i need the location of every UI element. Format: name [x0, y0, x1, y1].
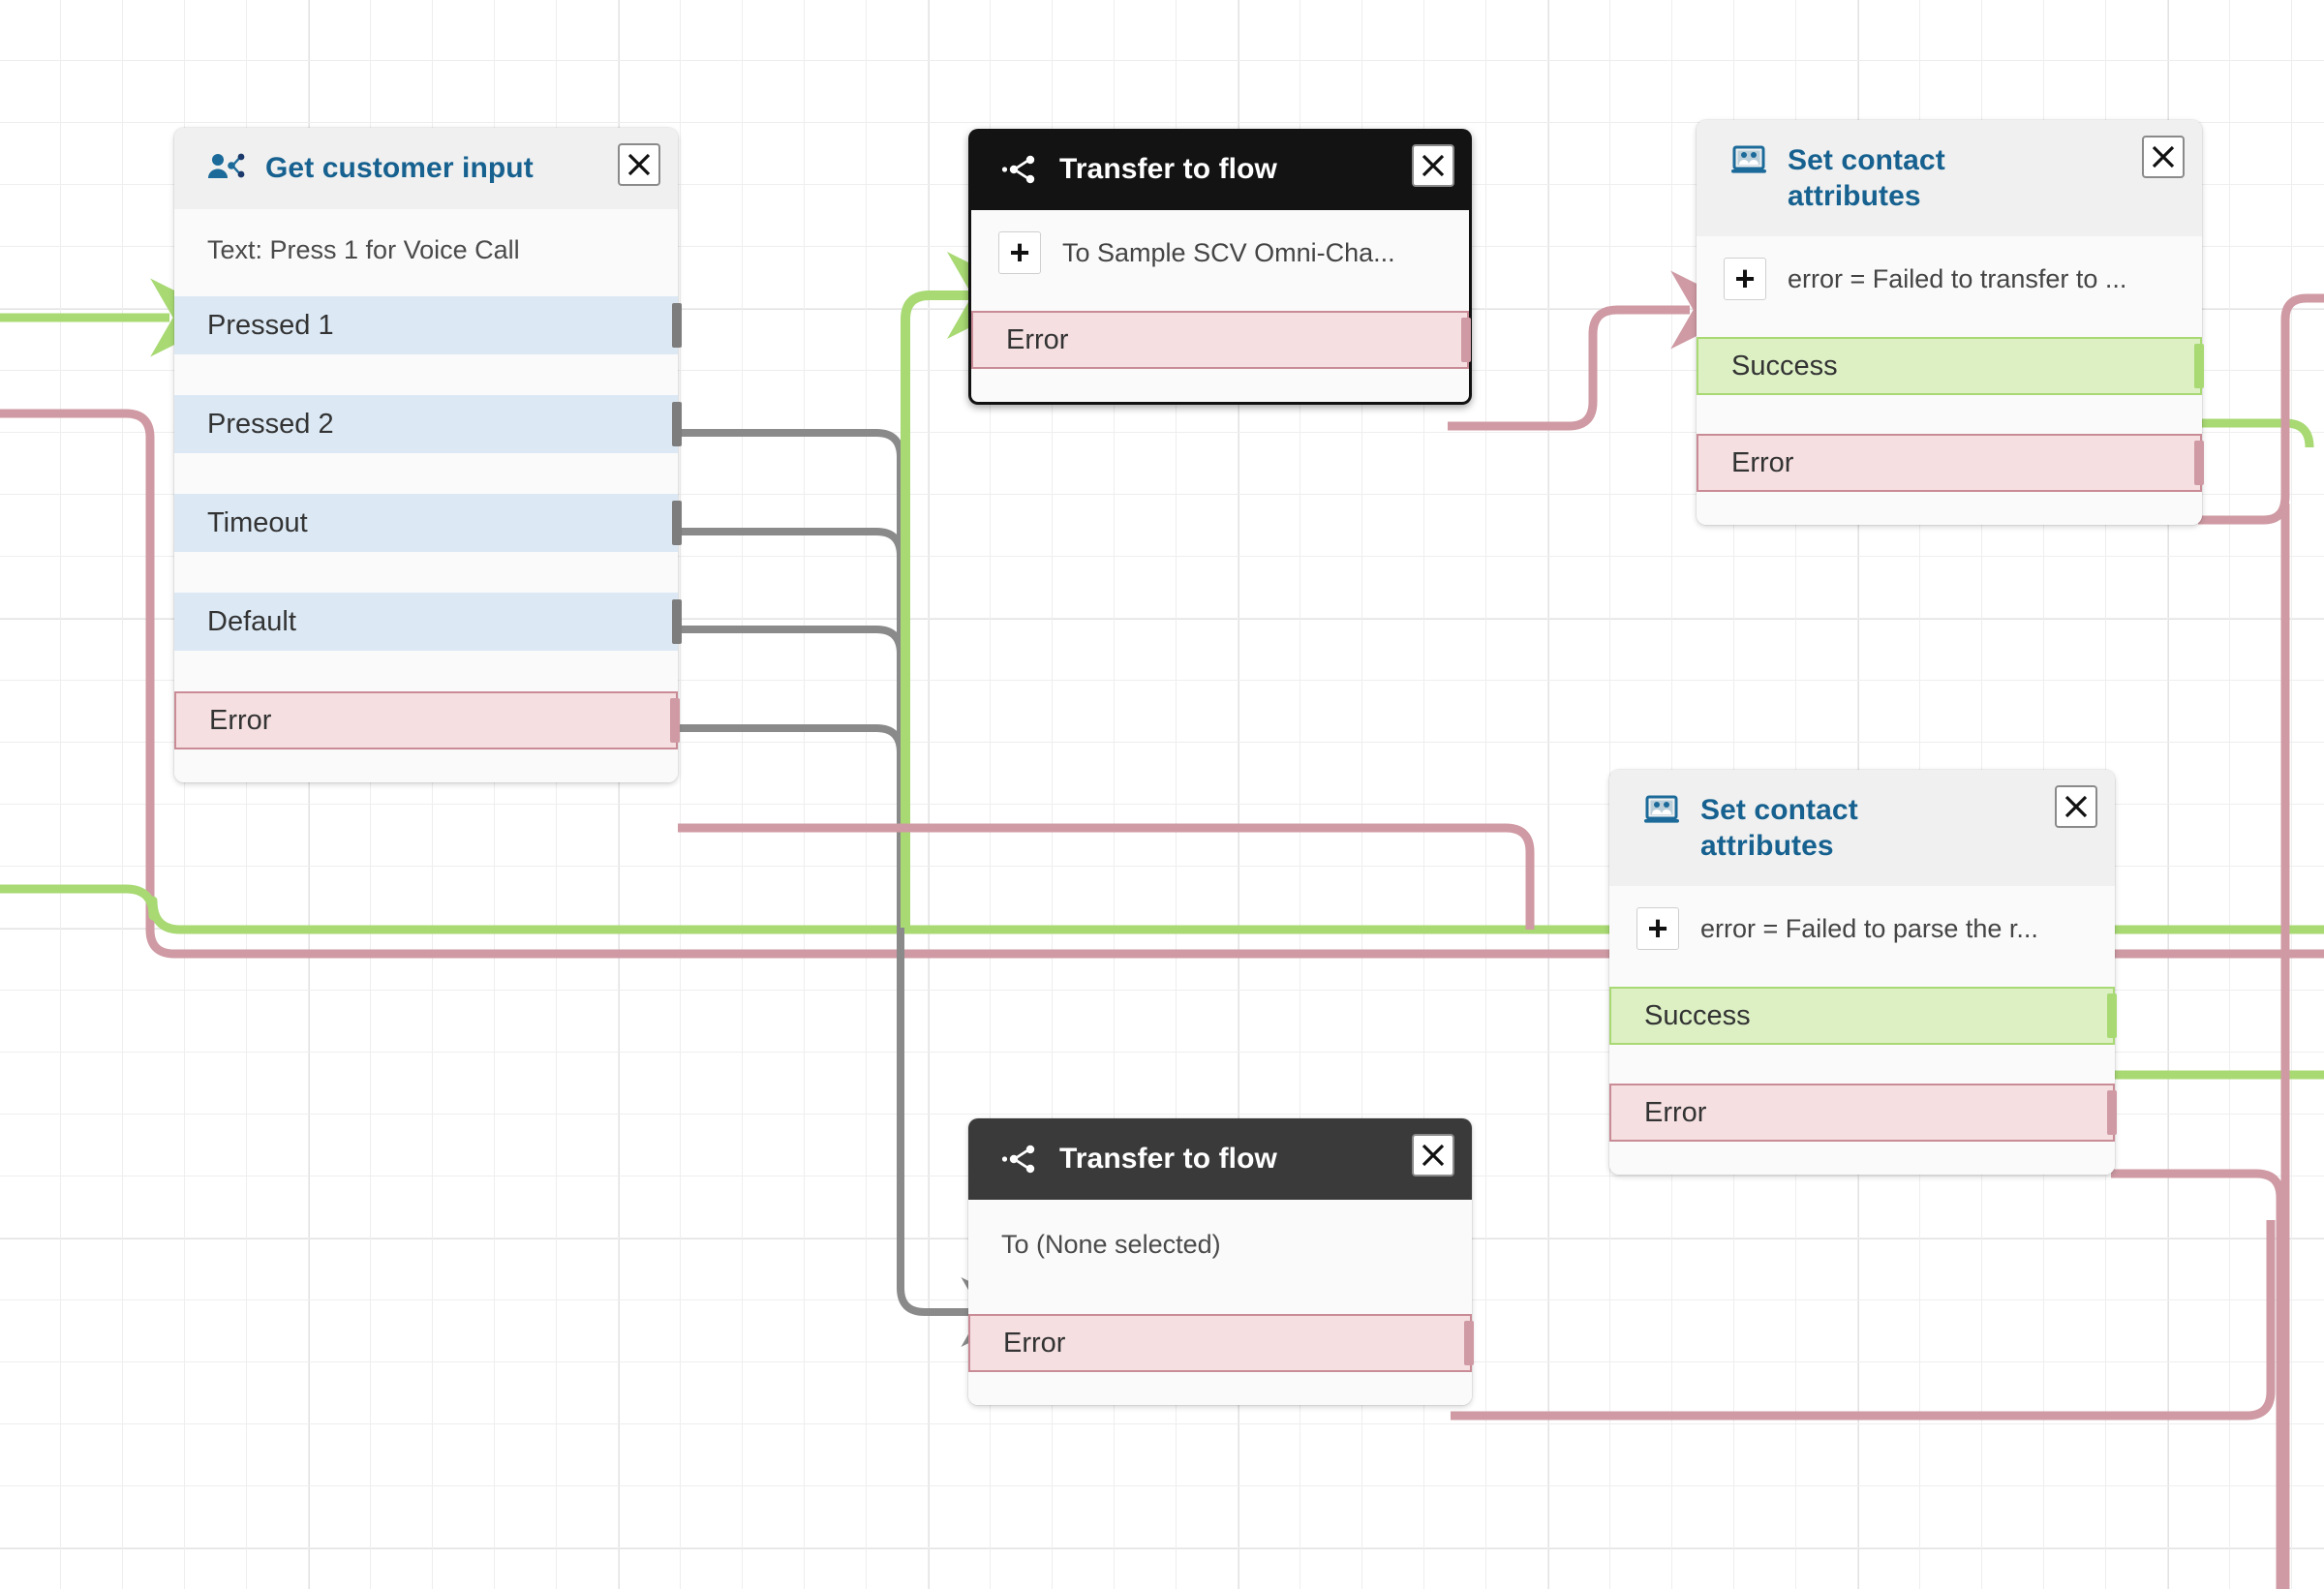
- close-icon[interactable]: [618, 143, 660, 186]
- branch-label: Default: [207, 605, 296, 637]
- branch-row[interactable]: Default: [174, 593, 682, 652]
- branch-row[interactable]: Error: [968, 1314, 1474, 1373]
- branch-list: Success Error: [1609, 987, 2117, 1142]
- branch-row[interactable]: Error: [1697, 434, 2204, 492]
- branch-row[interactable]: Pressed 2: [174, 395, 682, 454]
- contact-attributes-icon: [1642, 791, 1681, 830]
- plus-icon[interactable]: +: [1636, 907, 1679, 950]
- branch-port[interactable]: [672, 303, 682, 349]
- node-subline: To (None selected): [1001, 1230, 1221, 1259]
- parameter-text: To Sample SCV Omni-Cha...: [1062, 237, 1395, 267]
- plus-icon[interactable]: +: [1724, 258, 1766, 300]
- person-share-icon: [207, 149, 246, 188]
- node-body: To (None selected) Error: [968, 1200, 1474, 1406]
- branch-label: Success: [1644, 999, 1751, 1031]
- parameter-row[interactable]: + error = Failed to parse the r...: [1609, 886, 2115, 965]
- branch-list: Pressed 1 Pressed 2 Timeout Default Erro…: [174, 296, 682, 750]
- branch-label: Error: [209, 704, 272, 736]
- node-transfer-to-flow-top[interactable]: Transfer to flow + To Sample SCV Omni-Ch…: [968, 129, 1472, 405]
- parameter-row[interactable]: + To Sample SCV Omni-Cha...: [971, 210, 1469, 290]
- branch-port[interactable]: [2194, 344, 2204, 388]
- close-icon[interactable]: [1412, 144, 1454, 187]
- branch-list: Error: [968, 1314, 1474, 1373]
- node-title: Set contact attributes: [1788, 144, 1945, 212]
- node-title: Transfer to flow: [1059, 153, 1277, 185]
- branch-list: Success Error: [1697, 337, 2204, 492]
- close-icon[interactable]: [2055, 785, 2097, 828]
- node-body: + To Sample SCV Omni-Cha... Error: [968, 210, 1472, 405]
- node-body: Text: Press 1 for Voice Call Pressed 1 P…: [174, 209, 682, 783]
- branch-port[interactable]: [672, 501, 682, 546]
- branch-row[interactable]: Error: [174, 691, 680, 750]
- parameter-text: error = Failed to transfer to ...: [1788, 263, 2127, 293]
- node-title: Get customer input: [265, 152, 534, 184]
- branch-port[interactable]: [2107, 993, 2117, 1038]
- plus-icon[interactable]: +: [998, 231, 1041, 274]
- branch-label: Error: [1003, 1327, 1066, 1359]
- node-title: Set contact attributes: [1700, 794, 1858, 862]
- transfer-flow-icon: [1001, 150, 1040, 189]
- branch-port[interactable]: [670, 698, 680, 744]
- node-header[interactable]: Set contact attributes: [1609, 770, 2115, 886]
- branch-row[interactable]: Success: [1697, 337, 2204, 395]
- branch-label: Error: [1644, 1096, 1707, 1128]
- close-icon[interactable]: [1412, 1134, 1454, 1176]
- close-icon[interactable]: [2142, 136, 2185, 178]
- node-subline: Text: Press 1 for Voice Call: [207, 235, 520, 264]
- branch-label: Pressed 2: [207, 408, 334, 440]
- branch-label: Error: [1731, 446, 1794, 478]
- node-set-contact-attributes-bottom[interactable]: Set contact attributes + error = Failed …: [1609, 770, 2117, 1175]
- branch-port[interactable]: [672, 599, 682, 645]
- branch-port[interactable]: [672, 402, 682, 447]
- branch-row[interactable]: Error: [1609, 1084, 2117, 1142]
- node-header[interactable]: Get customer input: [174, 128, 678, 209]
- branch-row[interactable]: Success: [1609, 987, 2117, 1045]
- branch-label: Pressed 1: [207, 309, 334, 341]
- node-header[interactable]: Set contact attributes: [1697, 120, 2202, 236]
- branch-port[interactable]: [1464, 1321, 1474, 1366]
- node-body: + error = Failed to parse the r... Succe…: [1609, 886, 2117, 1175]
- contact-attributes-icon: [1729, 141, 1768, 180]
- branch-row[interactable]: Timeout: [174, 494, 682, 553]
- node-title: Transfer to flow: [1059, 1143, 1277, 1175]
- branch-label: Timeout: [207, 506, 308, 538]
- branch-port[interactable]: [1461, 318, 1471, 362]
- node-set-contact-attributes-top[interactable]: Set contact attributes + error = Failed …: [1697, 120, 2204, 525]
- branch-row[interactable]: Error: [971, 311, 1471, 369]
- node-transfer-to-flow-bottom[interactable]: Transfer to flow To (None selected) Erro…: [968, 1118, 1474, 1406]
- branch-port[interactable]: [2194, 441, 2204, 485]
- branch-port[interactable]: [2107, 1090, 2117, 1135]
- branch-label: Error: [1006, 323, 1069, 355]
- node-get-customer-input[interactable]: Get customer input Text: Press 1 for Voi…: [174, 128, 682, 783]
- parameter-row[interactable]: + error = Failed to transfer to ...: [1697, 236, 2202, 316]
- node-body: + error = Failed to transfer to ... Succ…: [1697, 236, 2204, 525]
- branch-row[interactable]: Pressed 1: [174, 296, 682, 355]
- node-header[interactable]: Transfer to flow: [968, 1118, 1472, 1200]
- transfer-flow-icon: [1001, 1140, 1040, 1178]
- branch-label: Success: [1731, 350, 1838, 382]
- node-header[interactable]: Transfer to flow: [968, 129, 1472, 210]
- parameter-text: error = Failed to parse the r...: [1700, 913, 2038, 943]
- branch-list: Error: [971, 311, 1471, 369]
